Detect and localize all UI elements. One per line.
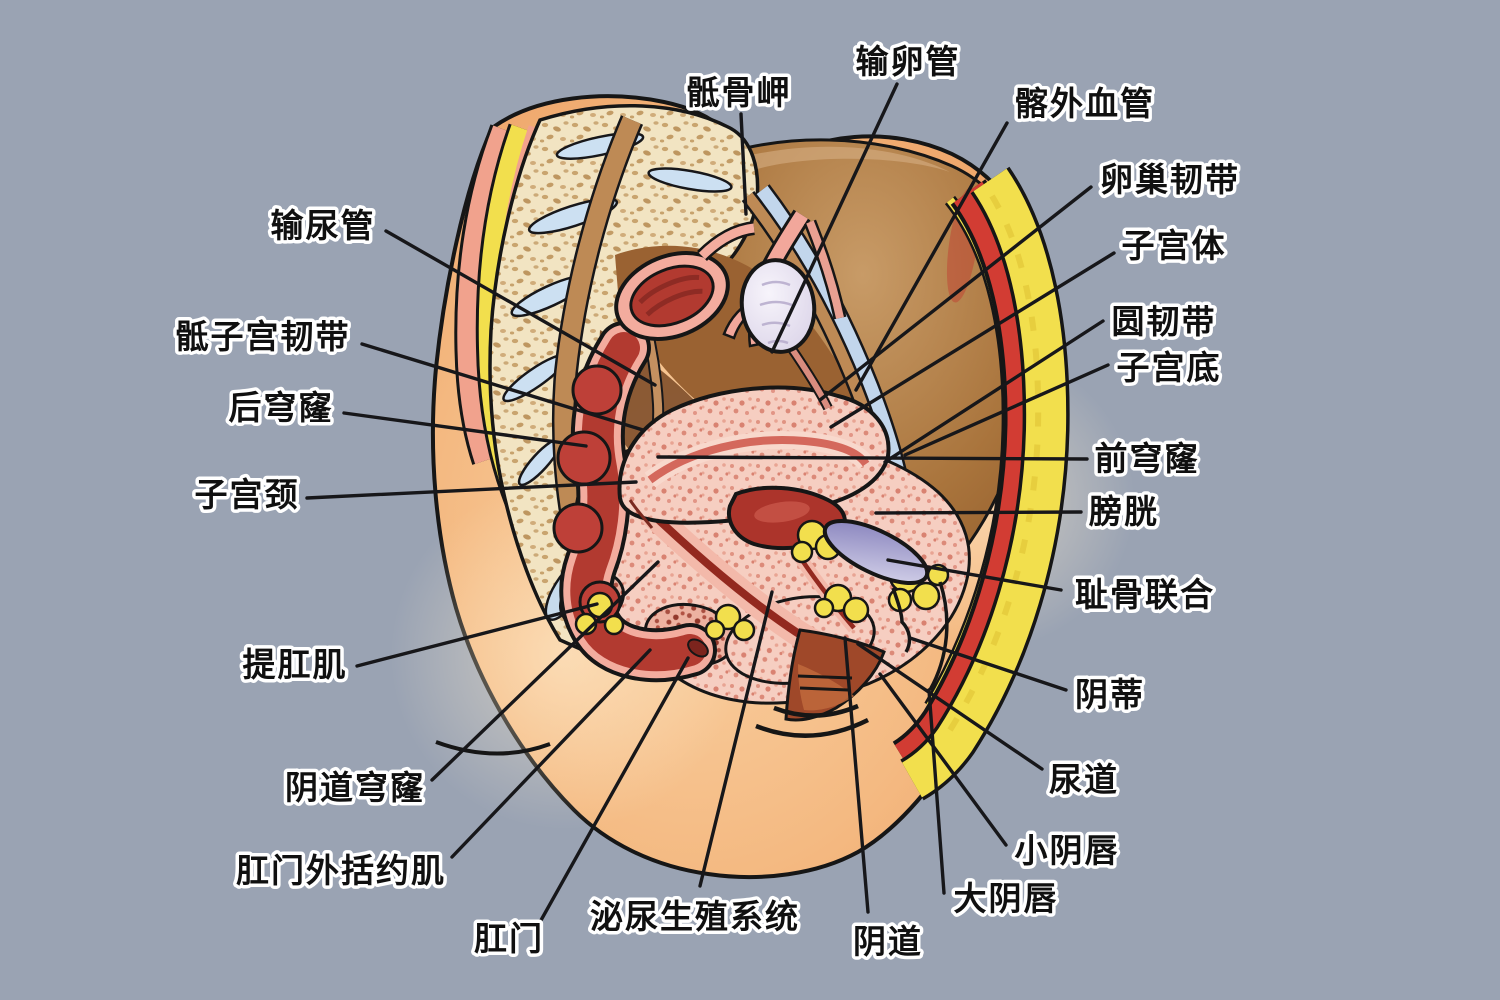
leader-line-uterine-fundus [903,363,1110,457]
uterine-cavity [647,436,870,484]
label-labia-majora: 大阴唇 [954,879,1059,918]
leader-line-ureter [384,229,657,387]
label-sacral-promontory: 骶骨岬 [687,73,792,112]
label-round-ligament: 圆韧带 [1112,302,1217,341]
leader-line-anus [538,656,690,924]
label-fallopian-tube: 输卵管 [856,42,961,81]
label-uterine-body: 子宫体 [1122,226,1227,265]
leader-line-external-anal-sphincter [450,648,652,859]
ovary [739,258,817,354]
label-cervix: 子宫颈 [195,475,300,514]
leader-line-anterior-fornix [656,455,1089,461]
leader-line-urethra [856,642,1044,771]
clitoris-contour [891,587,912,653]
leader-line-ovarian-ligament [818,185,1093,402]
label-bladder: 膀胱 [1089,492,1159,531]
label-anterior-fornix: 前穹窿 [1095,439,1200,478]
label-clitoris: 阴蒂 [1075,675,1145,714]
label-vagina: 阴道 [853,922,923,961]
leader-line-posterior-fornix [342,411,588,448]
outer-fat-band [901,168,1067,798]
label-anus: 肛门 [474,919,544,958]
ovarian-ligament-strand [787,344,831,410]
label-levator-ani: 提肛肌 [243,645,348,684]
leader-line-levator-ani [355,602,599,668]
label-uterosacral-ligament: 骶子宫韧带 [176,317,351,356]
leader-line-vagina [843,636,870,914]
leader-line-sacral-promontory [739,112,748,216]
sigmoid-colon [614,251,730,341]
leader-line-bladder [874,510,1083,515]
leader-line-labia-majora [927,688,946,895]
label-posterior-fornix: 后穹窿 [229,388,334,427]
disc [647,167,733,193]
labia-fold-line [799,686,849,692]
leader-line-fallopian-tube [770,82,899,354]
label-ureter: 输尿管 [271,206,376,245]
leader-line-vaginal-fornix [430,560,660,782]
pubic-symphysis-bone [822,519,930,585]
leader-line-iliac-vessels [854,121,1009,392]
anus-opening [687,638,709,658]
rectum [570,332,706,672]
leader-line-labia-minora [878,672,1008,847]
labia-fold-line [797,674,853,680]
buttock-crease [435,740,551,756]
uterus [617,385,891,525]
leader-line-uterosacral-ligament [360,342,645,432]
iliac-bone-band [554,116,641,551]
label-iliac-vessels: 髂外血管 [1015,84,1155,123]
leader-line-pubic-symphysis [886,558,1063,592]
label-uterine-fundus: 子宫底 [1117,348,1222,387]
label-external-anal-sphincter: 肛门外括约肌 [236,851,446,890]
leader-line-urogenital-system [698,590,774,888]
leader-line-cervix [305,480,638,500]
leader-line-uterine-body [829,251,1116,429]
label-vaginal-fornix: 阴道穹窿 [285,768,425,807]
perineal-crease [755,717,870,738]
label-urethra: 尿道 [1049,760,1119,799]
label-urogenital-system: 泌尿生殖系统 [590,897,800,936]
label-ovarian-ligament: 卵巢韧带 [1100,160,1240,199]
leader-line-clitoris [908,636,1068,692]
mons-contour [928,581,949,691]
labels: 骶骨岬 输卵管髂外血管卵巢韧带子宫体圆韧带子宫底前穹窿膀胱耻骨联合阴蒂尿道小阴唇大… [172,39,1242,965]
label-pubic-symphysis: 耻骨联合 [1075,575,1215,614]
leader-line-round-ligament [883,319,1105,464]
label-labia-minora: 小阴唇 [1015,831,1120,870]
leader-lines [305,82,1116,924]
cut-skin-strip [457,125,517,464]
